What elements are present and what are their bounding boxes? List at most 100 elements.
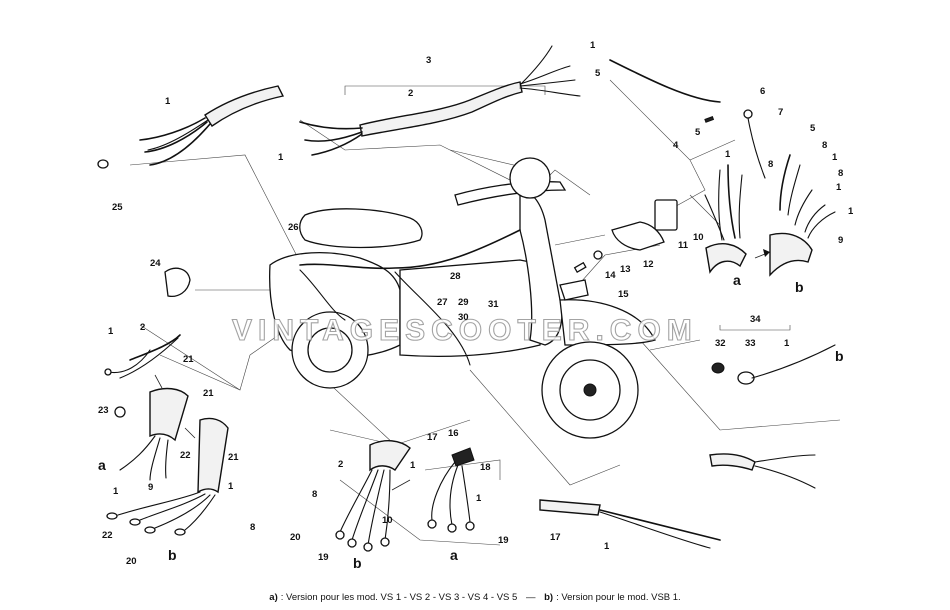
part-label: 1 [784, 338, 790, 349]
part-label: 12 [643, 259, 654, 270]
variant-label: b [795, 279, 804, 295]
scooter-illustration [269, 157, 656, 439]
harness-bottom-right [539, 325, 836, 549]
headlamp [509, 157, 551, 199]
part-label: 27 [437, 297, 448, 308]
connector-25-icon [97, 159, 109, 169]
part-label: 8 [768, 159, 773, 170]
part-label: 2 [338, 459, 343, 470]
part-label: 1 [832, 152, 838, 163]
part-label: 17 [427, 432, 438, 443]
part-label: 5 [595, 68, 601, 79]
switch-15-icon [559, 279, 589, 301]
part-label: 1 [410, 460, 416, 471]
connector-16-icon [451, 447, 475, 467]
variant-labels: a b a b b a b [98, 272, 844, 571]
part-label: 26 [288, 222, 299, 233]
part-label: 28 [450, 271, 461, 282]
harness-top-left [97, 85, 285, 169]
part-label: 34 [750, 314, 761, 325]
part-label: 22 [180, 450, 191, 461]
part-label: 9 [148, 482, 153, 493]
part-label: 1 [725, 149, 731, 160]
part-label: 21 [203, 388, 214, 399]
part-label: 5 [810, 123, 816, 134]
part-label: 8 [838, 168, 843, 179]
watermark-text: VINTAGESCOOTER.COM [232, 314, 698, 347]
caption: a): Version pour les mod. VS 1 - VS 2 - … [0, 592, 950, 603]
regulator-11-icon [654, 199, 678, 231]
part-label: 1 [228, 481, 234, 492]
harness-top-main [299, 45, 721, 156]
part-label: 9 [838, 235, 843, 246]
part-label: 13 [620, 264, 631, 275]
part-label: 10 [693, 232, 704, 243]
part-label: 7 [778, 107, 783, 118]
small-parts [164, 199, 678, 301]
caption-a-key: a) [269, 592, 278, 603]
caption-b-text: : Version pour le mod. VSB 1. [556, 592, 681, 603]
part-label: 19 [318, 552, 329, 563]
part-label: 1 [278, 152, 284, 163]
part-label: 2 [140, 322, 145, 333]
caption-b-key: b) [544, 592, 554, 603]
ring-terminal-6-icon [743, 109, 753, 119]
part-label: 4 [673, 140, 679, 151]
horn-24-icon [164, 267, 191, 298]
part-label: 1 [165, 96, 171, 107]
callout-lines [129, 79, 841, 546]
part-label: 8 [822, 140, 827, 151]
bracket-12-icon [611, 221, 665, 251]
indicator-32-icon [711, 362, 725, 374]
part-label: 29 [458, 297, 469, 308]
part-label: 1 [108, 326, 114, 337]
part-label: 6 [760, 86, 765, 97]
part-label: 25 [112, 202, 123, 213]
part-label: 11 [678, 240, 689, 251]
variant-label: b [835, 348, 844, 364]
indicator-33-icon [737, 371, 755, 385]
part-label: 33 [745, 338, 756, 349]
part-label: 23 [98, 405, 109, 416]
part-label: 1 [113, 486, 119, 497]
part-label: 17 [550, 532, 561, 543]
part-label: 1 [604, 541, 610, 552]
part-label: 8 [312, 489, 317, 500]
variant-label: a [98, 457, 106, 473]
nut-13-icon [593, 250, 603, 260]
part-label: 16 [448, 428, 459, 439]
frame-floor [399, 259, 546, 357]
part-label: 31 [488, 299, 499, 310]
part-label: 2 [408, 88, 413, 99]
part-label: 22 [102, 530, 113, 541]
part-label: 8 [250, 522, 255, 533]
part-label: 20 [126, 556, 137, 567]
part-label: 32 [715, 338, 726, 349]
seat [299, 208, 423, 249]
harness-bottom-center [335, 440, 475, 552]
part-label: 24 [150, 258, 161, 269]
harness-left-middle [104, 334, 229, 536]
part-label: 3 [426, 55, 431, 66]
caption-separator: — [525, 592, 536, 603]
part-label: 10 [382, 515, 393, 526]
variant-label: a [733, 272, 741, 288]
part-label: 21 [183, 354, 194, 365]
part-label: 1 [848, 206, 854, 217]
part-label: 15 [618, 289, 629, 300]
part-label: 1 [590, 40, 596, 51]
screw-14-icon [573, 261, 587, 273]
caption-a-text: : Version pour les mod. VS 1 - VS 2 - VS… [280, 592, 518, 603]
leg-shield [519, 189, 563, 346]
variant-label: b [168, 547, 177, 563]
variant-label: a [450, 547, 458, 563]
part-label: 18 [480, 462, 491, 473]
harness-top-right [704, 109, 836, 277]
part-label: 21 [228, 452, 239, 463]
grommet-23-icon [114, 406, 126, 418]
part-label: 14 [605, 270, 616, 281]
part-label: 20 [290, 532, 301, 543]
part-label: 19 [498, 535, 509, 546]
part-labels: 1 25 3 2 1 5 1 4 5 6 7 5 1 8 8 1 8 1 1 1… [98, 40, 854, 567]
